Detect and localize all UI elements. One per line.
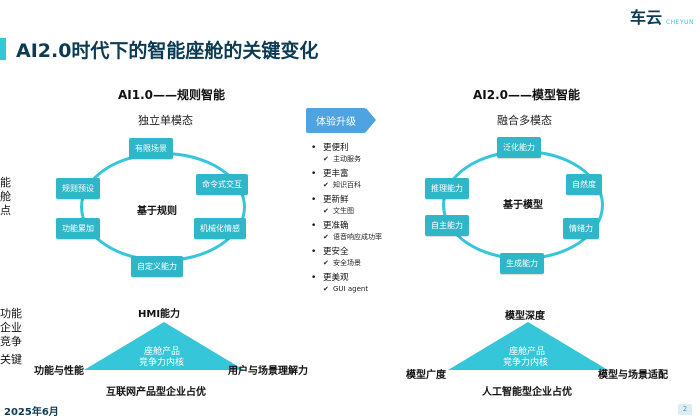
list-item-main: 更准确 (311, 220, 451, 232)
list-item: 更新鲜 文生图 (311, 194, 451, 217)
ai2-triangle-text: 竞争力内核 (503, 358, 549, 368)
ai2-node: 自主能力 (425, 215, 469, 236)
ai1-right-label: 用户与场景理解力 (228, 366, 308, 377)
cut-text: 能 (0, 176, 11, 189)
list-item-main: 更便利 (311, 142, 451, 154)
page-number: 2 (678, 404, 692, 415)
hmi-label: HMI能力 (138, 309, 181, 320)
ai1-heading: AI1.0——规则智能 (118, 88, 226, 102)
ai1-triangle (84, 322, 244, 370)
ai1-node: 自定义能力 (131, 256, 183, 277)
ai1-triangle-text: 座舱产品 (144, 347, 181, 357)
ai2-bottom-label: 人工智能型企业占优 (482, 387, 572, 398)
ai2-triangle-text: 座舱产品 (509, 347, 546, 357)
model-depth-label: 模型深度 (505, 311, 545, 322)
ai1-triangle-text: 竞争力内核 (139, 358, 185, 368)
brand-logo: 车云 CHEYUN (630, 4, 694, 28)
ai2-node: 推理能力 (425, 178, 469, 199)
upgrade-tag: 体验升级 (306, 108, 376, 133)
list-item-main: 更安全 (311, 246, 451, 258)
list-item-sub: 文生图 (311, 206, 451, 217)
ai2-node: 生成能力 (500, 253, 544, 274)
ai1-node: 命令式交互 (196, 174, 248, 195)
list-item-main: 更美观 (311, 272, 451, 284)
list-item-sub: 安全场景 (311, 258, 451, 269)
list-item: 更安全 安全场景 (311, 246, 451, 269)
list-item: 更准确 语音响应成功率 (311, 220, 451, 243)
ai1-bottom-label: 互联网产品型企业占优 (106, 387, 206, 398)
cut-text: 竞争 (0, 335, 22, 348)
ai1-node: 规则预设 (56, 178, 100, 199)
footer-date: 2025年6月 (4, 407, 59, 418)
ai1-left-label: 功能与性能 (34, 366, 84, 377)
list-item: 更丰富 知识百科 (311, 168, 451, 191)
list-item: 更便利 主动服务 (311, 142, 451, 165)
page-title: AI2.0时代下的智能座舱的关键变化 (16, 40, 319, 62)
ai2-node: 情绪力 (563, 218, 599, 239)
ai2-left-label: 模型广度 (406, 370, 446, 381)
ai1-center-label: 基于规则 (137, 206, 177, 217)
ai2-node: 泛化能力 (497, 137, 541, 158)
triangle-shape (84, 322, 244, 370)
list-item-sub: GUI agent (311, 284, 451, 295)
cut-text: 点 (0, 204, 11, 217)
ai1-node: 机械化情感 (194, 218, 246, 239)
ai2-triangle (448, 322, 608, 370)
list-item: 更美观 GUI agent (311, 272, 451, 295)
ai2-subheading: 融合多模态 (497, 114, 552, 127)
cut-text: 舱 (0, 190, 11, 203)
cut-text: 功能 (0, 307, 22, 320)
ai2-heading: AI2.0——模型智能 (473, 88, 581, 102)
ai2-center-label: 基于模型 (503, 200, 543, 211)
ai1-node: 功能累加 (56, 218, 100, 239)
list-item-main: 更丰富 (311, 168, 451, 180)
cut-text: 企业 (0, 321, 22, 334)
list-item-main: 更新鲜 (311, 194, 451, 206)
upgrade-list: 更便利 主动服务 更丰富 知识百科 更新鲜 文生图 更准确 语音响应成功率 更安… (311, 142, 451, 298)
logo-text: 车云 (629, 8, 662, 27)
logo-subtext: CHEYUN (665, 19, 694, 26)
list-item-sub: 主动服务 (311, 154, 451, 165)
ai2-right-label: 模型与场景适配 (598, 370, 668, 381)
triangle-shape (448, 322, 608, 370)
title-accent-bar (0, 38, 6, 60)
list-item-sub: 知识百科 (311, 180, 451, 191)
ai1-subheading: 独立单模态 (138, 114, 193, 127)
ai1-node: 有限场景 (129, 138, 173, 159)
ai2-node: 自然度 (566, 174, 602, 195)
list-item-sub: 语音响应成功率 (311, 232, 451, 243)
cut-text: 关键 (0, 353, 22, 366)
